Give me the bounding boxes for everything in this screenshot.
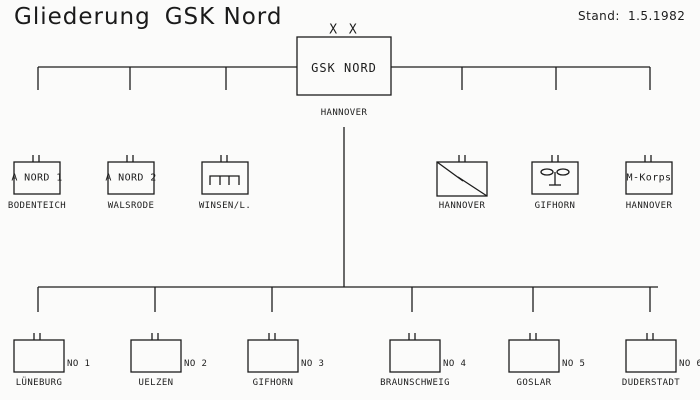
lower-unit-3-location: GIFHORN xyxy=(252,378,294,388)
unit-box-signal xyxy=(436,155,488,197)
unit-box-no2 xyxy=(130,333,182,373)
helicopter-symbol xyxy=(540,168,570,186)
upper-unit-3-location: WINSEN/L. xyxy=(198,201,252,211)
lower-unit-1-code: NO 1 xyxy=(67,359,91,369)
lower-unit-2-code: NO 2 xyxy=(184,359,208,369)
lower-unit-4-code: NO 4 xyxy=(443,359,467,369)
upper-unit-6-name: M-Korps xyxy=(626,172,672,184)
unit-box-winsen xyxy=(201,155,249,195)
unit-box-no5 xyxy=(508,333,560,373)
hq-box xyxy=(296,36,392,96)
engineer-symbol xyxy=(209,175,240,185)
upper-unit-5-location: GIFHORN xyxy=(534,201,576,211)
title-part1: Gliederung xyxy=(14,4,151,30)
upper-unit-1-location: BODENTEICH xyxy=(7,201,67,211)
upper-unit-1-name: A NORD 1 xyxy=(11,172,63,184)
upper-unit-4-location: HANNOVER xyxy=(438,201,486,211)
lower-unit-5-code: NO 5 xyxy=(562,359,586,369)
lower-unit-4-location: BRAUNSCHWEIG xyxy=(380,378,450,388)
stand-value: 1.5.1982 xyxy=(627,9,686,23)
lower-unit-6-code: NO 6 xyxy=(679,359,700,369)
unit-box-no6 xyxy=(625,333,677,373)
hq-rank-marks: X X xyxy=(329,22,359,38)
unit-box-no1 xyxy=(13,333,65,373)
upper-unit-6-location: HANNOVER xyxy=(625,201,673,211)
lower-unit-5-location: GOSLAR xyxy=(516,378,552,388)
chart-title: Gliederung GSK Nord xyxy=(14,4,282,30)
unit-box-no3 xyxy=(247,333,299,373)
stand-date: Stand: 1.5.1982 xyxy=(578,9,685,23)
signal-symbol xyxy=(436,161,488,197)
unit-box-a-nord-2 xyxy=(107,155,155,195)
hq-name: GSK NORD xyxy=(311,61,377,75)
stand-label: Stand: xyxy=(578,9,620,23)
upper-unit-2-name: A NORD 2 xyxy=(105,172,157,184)
lower-unit-3-code: NO 3 xyxy=(301,359,325,369)
upper-unit-2-location: WALSRODE xyxy=(107,201,155,211)
lower-unit-1-location: LÜNEBURG xyxy=(15,378,63,388)
unit-box-aviation xyxy=(531,155,579,195)
hq-location: HANNOVER xyxy=(320,108,368,118)
unit-box-no4 xyxy=(389,333,441,373)
unit-box-a-nord-1 xyxy=(13,155,61,195)
title-part2: GSK Nord xyxy=(164,4,283,30)
lower-unit-2-location: UELZEN xyxy=(138,378,174,388)
lower-unit-6-location: DUDERSTADT xyxy=(621,378,681,388)
unit-box-m-korps xyxy=(625,155,673,195)
